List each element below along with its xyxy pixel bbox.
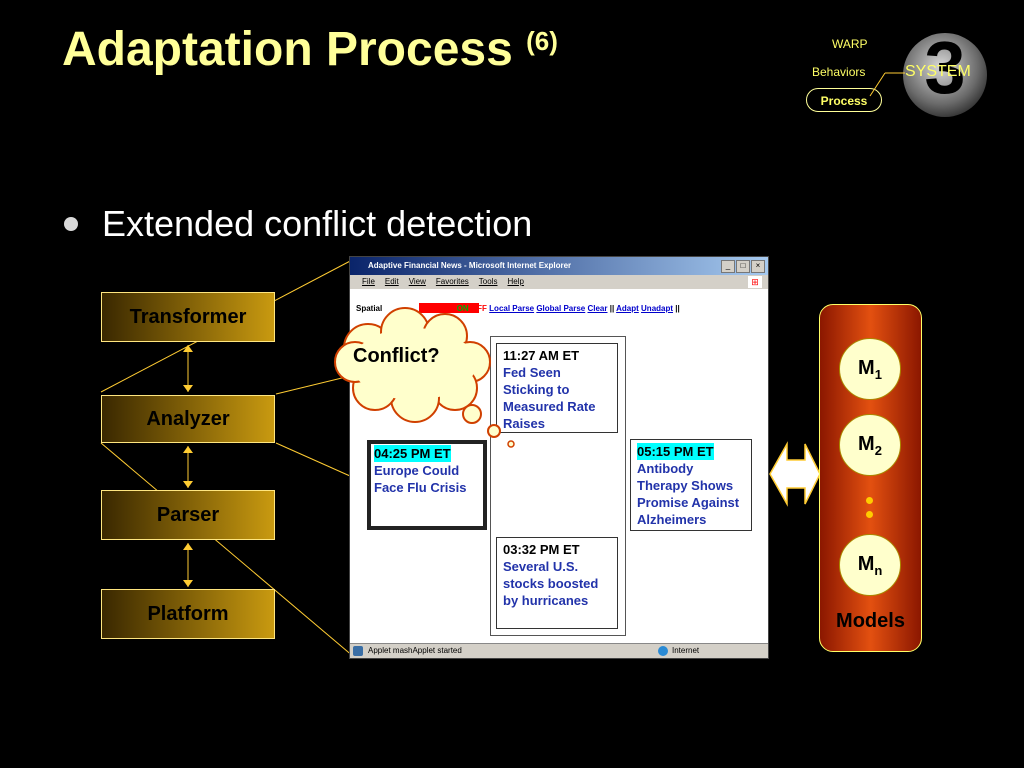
news-card-1127[interactable]: 11:27 AM ET Fed Seen Sticking to Measure… (496, 343, 618, 433)
menu-bar: File Edit View Favorites Tools Help (350, 275, 768, 289)
news-card-0332[interactable]: 03:32 PM ET Several U.S. stocks boosted … (496, 537, 618, 629)
slide-title: Adaptation Process (6) (62, 22, 558, 77)
news-column-frame (490, 336, 626, 636)
conflict-label: Conflict? (353, 345, 440, 367)
title-number: (6) (526, 26, 558, 56)
zoom-line-bottom (100, 442, 355, 658)
news-time: 03:32 PM ET (503, 542, 580, 557)
stack-platform: Platform (101, 589, 275, 639)
menu-edit[interactable]: Edit (384, 277, 399, 286)
news-time: 04:25 PM ET (374, 445, 451, 462)
news-card-0515[interactable]: 05:15 PM ET Antibody Therapy Shows Promi… (630, 439, 752, 531)
model-mn-letter: M (857, 553, 875, 575)
nav-connector-line-2 (869, 72, 886, 97)
menu-help[interactable]: Help (507, 277, 524, 286)
close-icon[interactable]: × (751, 260, 765, 273)
browser-titlebar: Adaptive Financial News - Microsoft Inte… (350, 257, 768, 275)
news-time: 11:27 AM ET (503, 348, 580, 363)
news-headline: Fed Seen Sticking to Measured Rate Raise… (503, 365, 596, 431)
model-m2-sub: 2 (874, 443, 882, 458)
model-m1-sub: 1 (874, 367, 882, 382)
status-bar: Applet mashApplet started Internet (350, 643, 768, 658)
toolbar-off[interactable]: OFF (470, 304, 487, 313)
model-mn: Mn (839, 534, 901, 596)
stack-transformer: Transformer (101, 292, 275, 342)
system-logo: 3 SYSTEM (903, 26, 987, 117)
minimize-icon[interactable]: _ (721, 260, 735, 273)
menu-view[interactable]: View (408, 277, 426, 286)
nav-link-process[interactable]: Process (806, 88, 882, 112)
globe-icon (658, 646, 668, 656)
nav-link-warp[interactable]: WARP (832, 37, 868, 51)
logo-text: SYSTEM (905, 63, 971, 80)
conflict-cloud (334, 307, 515, 448)
applet-toolbar: Spatial ON OFF Local Parse Global Parse … (356, 304, 680, 313)
window-controls: _ □ × (721, 260, 765, 273)
models-label: Models (836, 610, 905, 632)
model-m2: M2 (839, 414, 901, 476)
model-m2-letter: M (858, 433, 875, 455)
browser-window: Adaptive Financial News - Microsoft Inte… (349, 256, 769, 659)
zoom-line-analyzer-bottom (275, 442, 351, 477)
red-indicator (419, 303, 479, 313)
model-m1: M1 (839, 338, 901, 400)
zone-text: Internet (672, 646, 700, 655)
toolbar-on[interactable]: ON (456, 304, 469, 313)
browser-title: Adaptive Financial News - Microsoft Inte… (368, 261, 572, 270)
nav-link-behaviors[interactable]: Behaviors (812, 65, 866, 79)
logo-number: 3 (924, 26, 966, 109)
stack-analyzer: Analyzer (101, 395, 275, 443)
toolbar-prefix: Spatial (356, 304, 383, 313)
model-mn-sub: n (874, 563, 883, 578)
news-headline: Several U.S. stocks boosted by hurricane… (503, 559, 599, 608)
toolbar-local-parse[interactable]: Local Parse (489, 304, 535, 313)
news-card-0425[interactable]: 04:25 PM ET Europe Could Face Flu Crisis (367, 440, 487, 530)
maximize-icon[interactable]: □ (736, 260, 750, 273)
page-icon (353, 646, 363, 656)
bullet-text: Extended conflict detection (102, 203, 533, 244)
menu-favorites[interactable]: Favorites (435, 277, 469, 286)
toolbar-clear[interactable]: Clear (587, 304, 608, 313)
double-arrow-icon (769, 441, 821, 507)
bullet-icon (64, 217, 78, 231)
ellipsis-dot (866, 497, 873, 504)
news-headline: Europe Could Face Flu Crisis (374, 463, 467, 495)
news-time: 05:15 PM ET (637, 443, 714, 460)
stack-parser: Parser (101, 490, 275, 540)
status-text: Applet mashApplet started (368, 646, 462, 655)
ellipsis-dot (866, 511, 873, 518)
windows-logo-icon: ⊞ (748, 276, 762, 288)
menu-file[interactable]: File (362, 277, 375, 286)
menu-tools[interactable]: Tools (478, 277, 498, 286)
toolbar-adapt[interactable]: Adapt (616, 304, 639, 313)
model-m1-letter: M (858, 357, 875, 379)
toolbar-unadapt[interactable]: Unadapt (641, 304, 674, 313)
news-headline: Antibody Therapy Shows Promise Against A… (637, 461, 740, 527)
zoom-line-analyzer-top (275, 376, 347, 395)
title-text: Adaptation Process (62, 23, 513, 76)
toolbar-global-parse[interactable]: Global Parse (536, 304, 586, 313)
